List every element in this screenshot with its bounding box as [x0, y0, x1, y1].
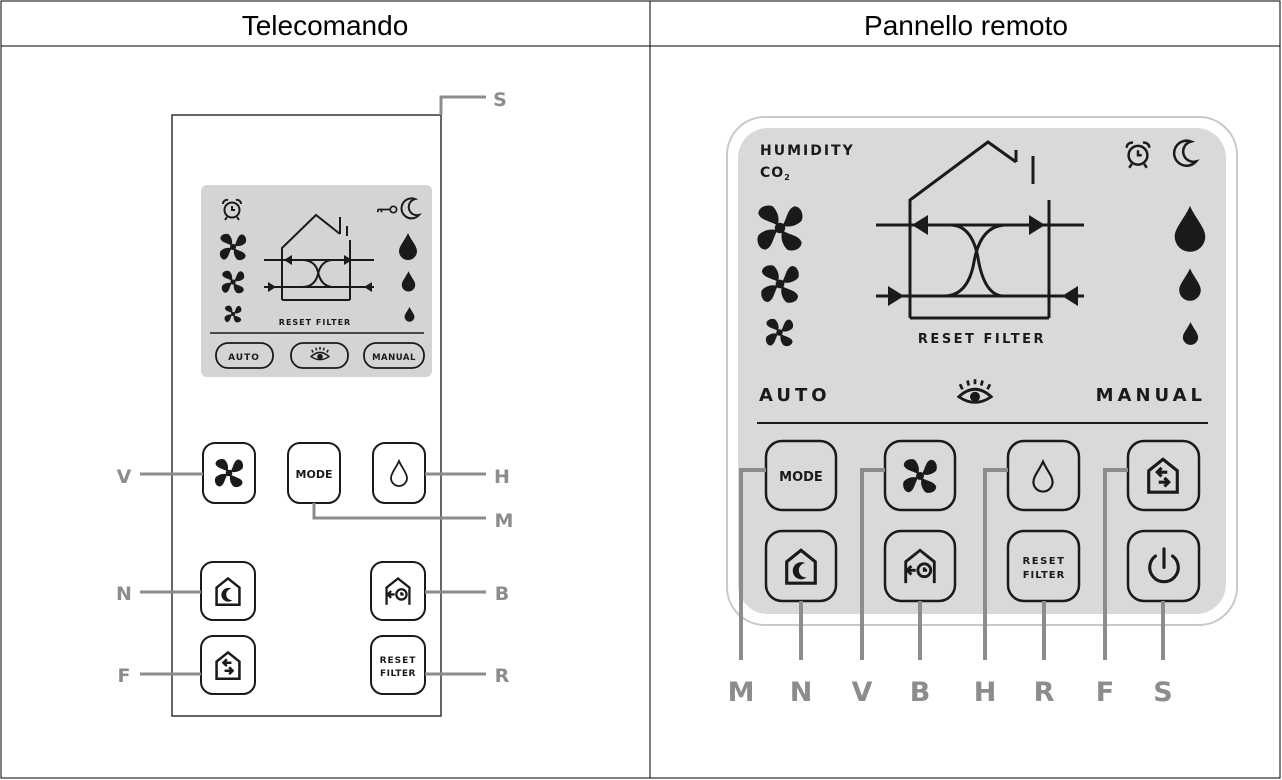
panel-reset-filter-label: RESET FILTER [918, 332, 1046, 347]
screen-eye-chip [290, 342, 349, 369]
panel-callout-b: B [910, 677, 931, 708]
panel-humidity-label: HUMIDITY [760, 143, 855, 159]
panel-callout-lines [739, 468, 1165, 660]
remote-reset-label-1: RESET [380, 656, 417, 666]
callout-v: V [117, 466, 132, 488]
panel-auto-label: AUTO [759, 385, 831, 406]
screen-auto-chip [215, 342, 274, 369]
remote-reset-filter-button[interactable]: RESET FILTER [370, 635, 426, 695]
callout-b: B [495, 583, 509, 605]
callout-n: N [116, 583, 132, 605]
remote-panel: HUMIDITY CO2 RESET FILTER AUTO [726, 116, 1238, 708]
callout-line-m [312, 503, 486, 520]
panel-callout-m: M [728, 677, 755, 708]
panel-co2-label: CO2 [760, 165, 791, 182]
panel-callout-labels: M N V B H R F S [728, 677, 1173, 708]
panel-fan-button[interactable] [883, 439, 957, 512]
remote-control: RESET FILTER AUTO MANUAL S MODE V H M [116, 89, 514, 717]
remote-mode-button[interactable]: MODE [287, 442, 341, 504]
house-exchange-icon [264, 213, 374, 301]
panel-callout-s: S [1153, 677, 1172, 708]
panel-callout-n: N [790, 677, 813, 708]
screen-reset-filter: RESET FILTER [279, 318, 351, 327]
callout-r: R [495, 665, 510, 687]
panel-night-button[interactable] [764, 529, 838, 603]
panel-reset-label-1: RESET [1023, 556, 1066, 567]
remote-exchange-button[interactable] [200, 635, 256, 695]
remote-boost-button[interactable] [370, 561, 426, 621]
panel-reset-filter-button[interactable]: RESET FILTER [1006, 529, 1081, 603]
panel-mode-button[interactable]: MODE [764, 439, 838, 512]
panel-power-button[interactable] [1126, 529, 1201, 603]
remote-reset-label-2: FILTER [380, 669, 416, 679]
panel-reset-label-2: FILTER [1023, 570, 1066, 581]
callout-line-s [439, 95, 486, 115]
screen-arrows [268, 255, 372, 292]
panel-house-exchange-icon [876, 140, 1084, 320]
remote-humidity-button[interactable] [372, 442, 426, 504]
panel-callout-h: H [974, 677, 997, 708]
remote-fan-button[interactable] [202, 442, 256, 504]
panel-callout-r: R [1034, 677, 1055, 708]
remote-night-button[interactable] [200, 561, 256, 621]
remote-screen [201, 185, 432, 377]
screen-manual-chip [363, 342, 425, 369]
panel-manual-label: MANUAL [1096, 385, 1206, 406]
panel-mode-label: MODE [779, 470, 823, 485]
callout-f: F [118, 665, 131, 687]
panel-boost-button[interactable] [883, 529, 957, 603]
callout-m: M [495, 510, 514, 532]
remote-mode-label: MODE [296, 468, 333, 481]
callout-s: S [493, 89, 507, 111]
header-telecomando: Telecomando [242, 10, 409, 41]
panel-humidity-button[interactable] [1006, 439, 1081, 512]
screen-auto-label: AUTO [228, 353, 260, 363]
header-pannello-remoto: Pannello remoto [864, 10, 1068, 41]
callout-h: H [494, 466, 510, 488]
screen-manual-label: MANUAL [372, 353, 416, 363]
panel-arrows [888, 215, 1078, 306]
panel-callout-f: F [1096, 677, 1114, 708]
panel-callout-v: V [852, 677, 873, 708]
panel-exchange-button[interactable] [1126, 439, 1201, 512]
